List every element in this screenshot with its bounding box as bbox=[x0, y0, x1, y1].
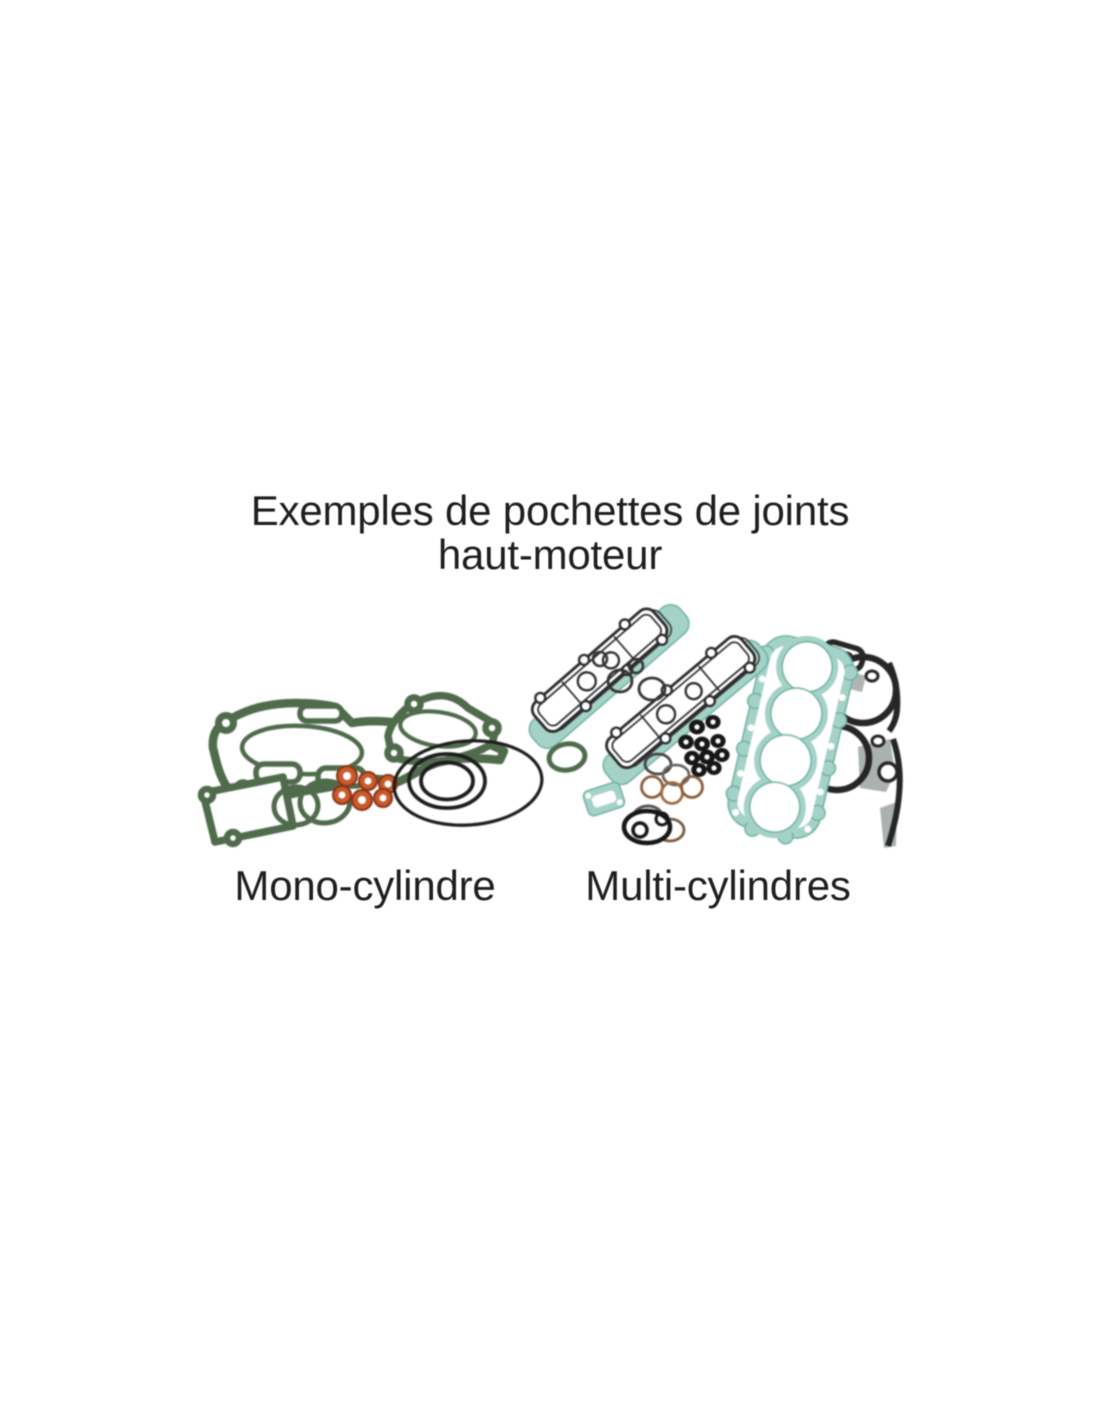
copper-sealing-rings bbox=[631, 752, 704, 843]
large-o-ring-seals bbox=[392, 739, 544, 827]
label-mono-cylindre: Mono-cylindre bbox=[234, 862, 496, 909]
mono-cylinder-gasket-kit bbox=[197, 691, 588, 848]
image-title-line2: haut-moteur bbox=[437, 531, 663, 578]
label-multi-cylindres: Multi-cylindres bbox=[585, 862, 851, 909]
image-title: Exemples de pochettes de joints haut-mot… bbox=[0, 489, 1100, 577]
clutch-cover-gasket bbox=[384, 691, 502, 766]
side-cover-gasket bbox=[197, 773, 297, 848]
small-oval-gasket bbox=[546, 741, 588, 773]
valve-stem-seal-set bbox=[678, 715, 730, 777]
oil-seal-with-holes bbox=[621, 808, 673, 846]
small-rect-gasket bbox=[582, 781, 626, 817]
four-cylinder-head-gasket-teal bbox=[725, 635, 859, 845]
image-title-line1: Exemples de pochettes de joints bbox=[250, 487, 850, 534]
multi-cylinder-gasket-kit bbox=[528, 603, 903, 848]
cam-seal-rings bbox=[591, 650, 667, 702]
copper-washers bbox=[332, 765, 398, 811]
valve-cover-gasket-2 bbox=[602, 635, 769, 786]
